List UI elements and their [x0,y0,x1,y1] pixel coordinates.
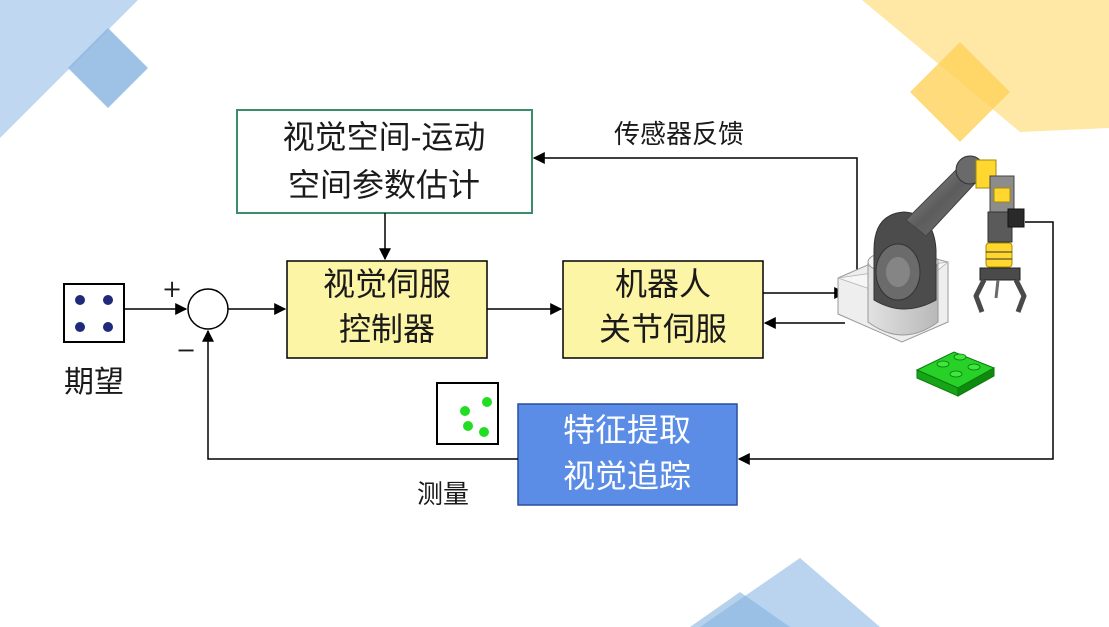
decor-bottom [690,558,880,627]
minus-sign: − [176,336,196,364]
robot-arm-illustration [837,155,1027,343]
measured-dot [482,397,492,407]
measured-dot [479,427,489,437]
feature-line1: 特征提取 [563,411,691,449]
joint-servo-line2: 关节伺服 [599,310,727,348]
visual-servo-block [286,260,488,359]
summing-junction [187,288,229,330]
wire-sensor-feedback [532,152,858,272]
desired-dot [103,322,113,332]
signal-wires [124,152,1054,465]
sensor-feedback-label: 传感器反馈 [614,120,744,150]
desired-dot [103,295,113,305]
measured-dot [460,406,470,416]
wire-camera-to-feature [737,221,1054,465]
desired-dot [75,295,85,305]
feature-block [517,403,738,506]
joint-servo-block [562,260,764,359]
estimator-line2: 空间参数估计 [288,166,480,204]
feature-line2: 视觉追踪 [563,457,691,495]
desired-dot [75,322,85,332]
measurement-label: 测量 [417,480,469,510]
green-brick [915,351,996,397]
visual-servo-line2: 控制器 [339,310,435,348]
measured-dot [463,421,473,431]
estimator-line1: 视觉空间-运动 [283,118,486,156]
wire-feature-to-sum [202,329,518,460]
estimator-block [236,109,533,214]
plus-sign: + [162,275,182,303]
desired-label: 期望 [64,365,124,400]
measured-feature-box [436,382,499,445]
desired-feature-box [63,283,125,343]
visual-servo-line1: 视觉伺服 [323,265,451,303]
decor-top-right [862,0,1109,142]
joint-servo-line1: 机器人 [615,265,711,303]
decor-top-left [0,0,148,138]
